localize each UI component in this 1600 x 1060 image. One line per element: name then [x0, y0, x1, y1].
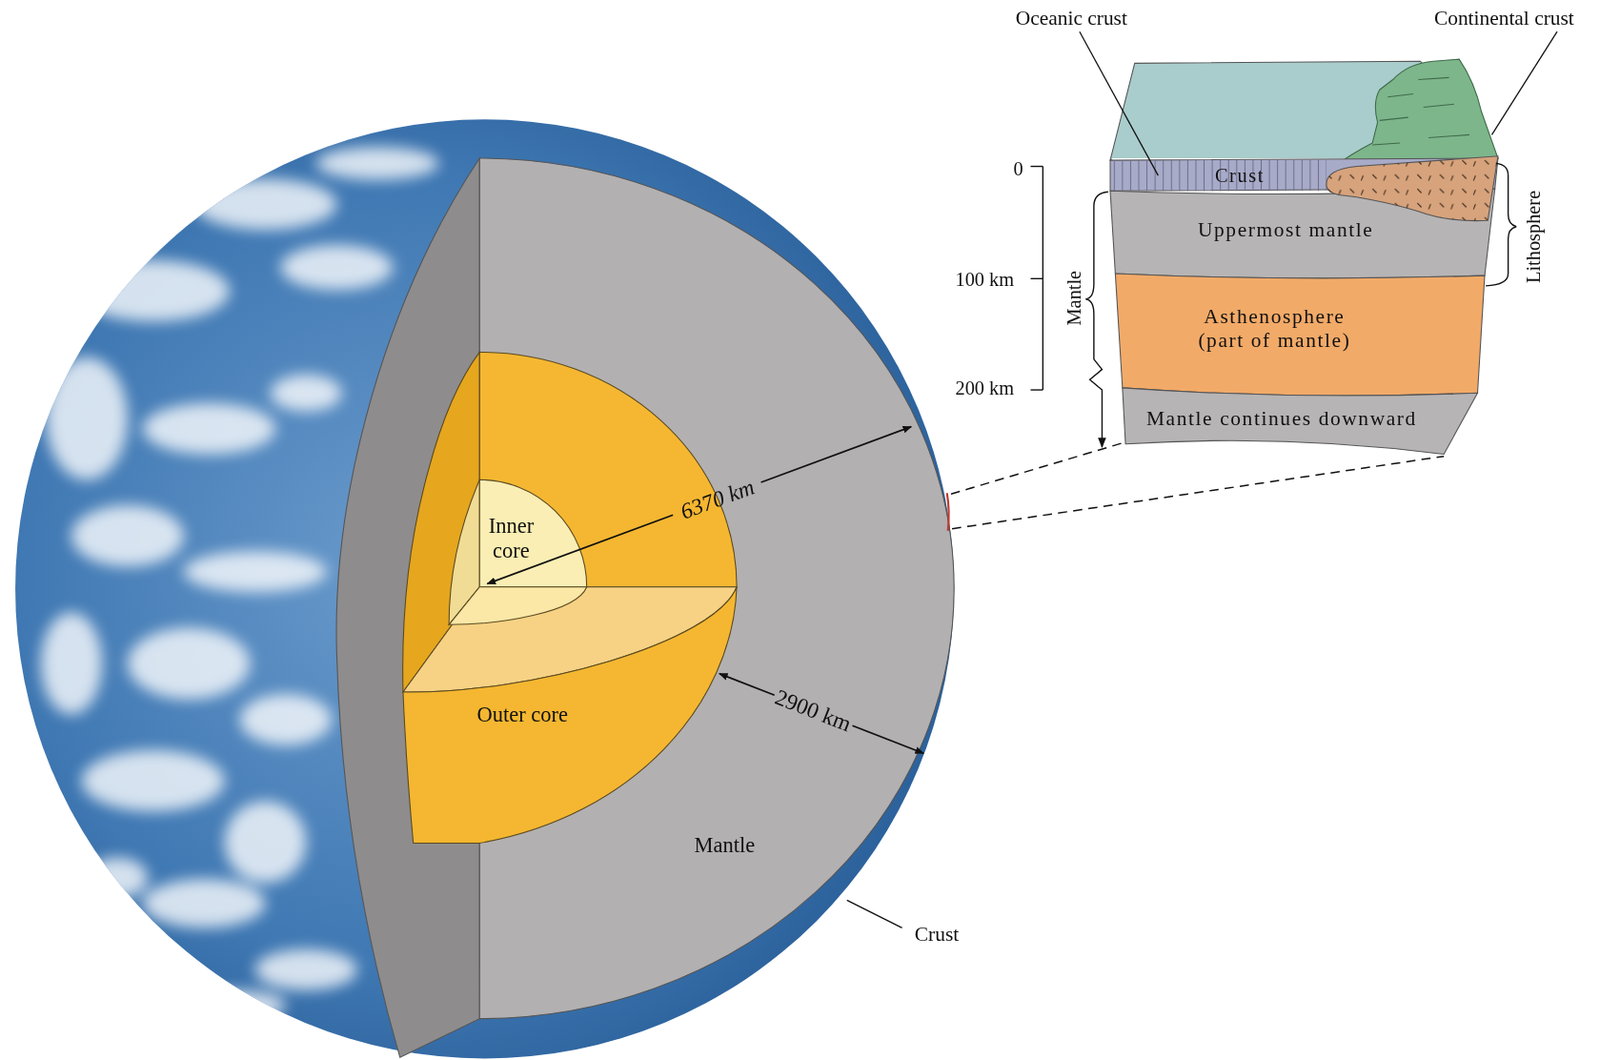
crust-texture	[1110, 160, 1327, 191]
lower-mantle-band	[1122, 387, 1479, 455]
mantle-arrow	[1090, 359, 1103, 447]
cloud	[142, 878, 265, 928]
lithosphere-brace	[1485, 162, 1517, 285]
continent-hatching	[1372, 77, 1470, 145]
dimension-label: 2900 km	[771, 684, 855, 737]
continental-texture	[1326, 156, 1499, 222]
zoom-marker	[947, 492, 950, 531]
bracket-label: Lithosphere	[1522, 190, 1545, 284]
cloud	[280, 244, 393, 290]
cloud	[183, 990, 286, 1021]
zoom-line	[951, 456, 1444, 529]
layer-name: Uppermost mantle	[1197, 218, 1375, 243]
leader-line	[1079, 31, 1158, 176]
cloud	[240, 693, 332, 746]
layer-band: Uppermost mantle	[1117, 193, 1480, 271]
cloud	[127, 627, 250, 700]
cloud	[255, 949, 358, 991]
cloud	[71, 505, 184, 567]
hatch	[1423, 103, 1455, 107]
depth-arrow	[719, 673, 775, 695]
radius-arrow	[486, 514, 673, 584]
cloud	[81, 749, 225, 811]
outer-core-lower	[403, 587, 737, 844]
hatch	[1417, 77, 1449, 80]
cloud	[86, 856, 148, 898]
depth-tick-label: 0	[1013, 158, 1024, 181]
layer-name: Outer core	[476, 702, 568, 728]
layer-band: Asthenosphere (part of mantle)	[1119, 277, 1478, 388]
layer-band: Mantle continues downward	[1123, 393, 1471, 437]
callout-label: Oceanic crust	[1015, 6, 1128, 31]
inner-core-top-face	[448, 587, 588, 626]
inner-core-right-face	[479, 479, 587, 587]
hatch	[1379, 117, 1409, 121]
cloud	[316, 146, 439, 180]
earth-layer: Mantle Outer core Inner core	[15, 117, 959, 1060]
hatch	[1387, 94, 1414, 98]
layer-name: Mantle	[693, 832, 755, 858]
radius-arrow	[761, 426, 912, 483]
continental-crust	[1326, 156, 1499, 222]
earth-layer: Outer core Inner core	[401, 349, 739, 845]
cloud	[142, 403, 276, 455]
layer-name: Mantle continues downward	[1146, 406, 1418, 431]
outer-core-right-face	[479, 351, 737, 587]
continent	[1326, 59, 1499, 172]
cloud	[183, 550, 327, 592]
asthenosphere-band	[1114, 273, 1485, 396]
hatch	[1428, 134, 1470, 138]
mantle-brace	[1085, 191, 1109, 360]
layer-band: Crust	[1113, 161, 1324, 189]
zoom-line	[951, 443, 1123, 495]
cut-face-left	[336, 158, 480, 1057]
cloud	[193, 178, 337, 230]
callout-label: Continental crust	[1434, 6, 1575, 31]
depth-tick-label: 200 km	[955, 377, 1015, 400]
callout-label: Crust	[914, 921, 959, 946]
scale-tick	[1030, 278, 1043, 280]
scale-tick	[1030, 165, 1043, 167]
cloud	[76, 260, 230, 322]
hatch	[1372, 142, 1400, 145]
depth-arrow	[852, 725, 925, 753]
cloud	[45, 357, 128, 480]
leader-line	[847, 899, 903, 928]
bracket-label: Mantle	[1063, 270, 1086, 326]
cloud	[270, 374, 343, 412]
dimension-label: 6370 km	[676, 473, 758, 525]
layer-name: Asthenosphere (part of mantle)	[1182, 304, 1367, 352]
depth-tick-label: 100 km	[955, 268, 1015, 291]
leader-line	[1491, 31, 1558, 135]
cloud	[224, 801, 307, 884]
layer-name: Inner core	[479, 512, 543, 563]
earth-layer: Inner core	[446, 477, 590, 627]
globe	[15, 119, 954, 1058]
layer-name: Crust	[1215, 163, 1265, 186]
cloud	[40, 611, 102, 714]
scale-tick	[1030, 388, 1043, 390]
